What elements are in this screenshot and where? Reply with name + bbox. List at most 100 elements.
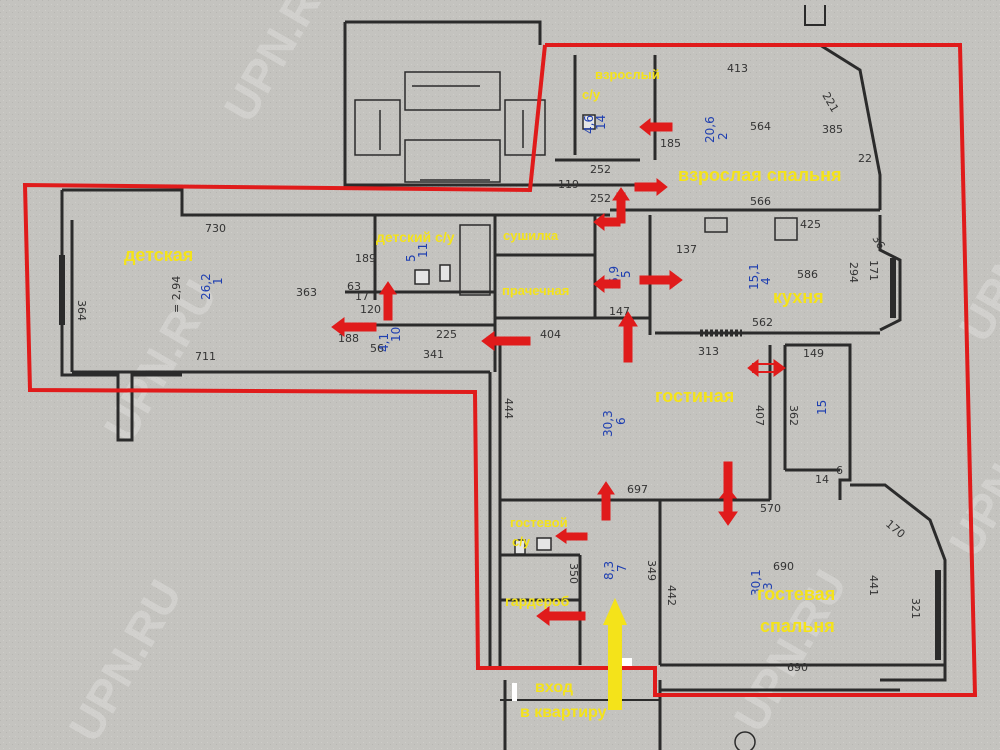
entry-marker (512, 683, 517, 701)
dimension-label: 407 (753, 405, 766, 426)
fixture (734, 731, 756, 750)
room-number: 5 (619, 270, 633, 278)
sink-icon (536, 537, 552, 551)
dimension-label: 252 (590, 192, 611, 205)
dimension-label: 444 (502, 398, 515, 419)
dimension-label: 17 (355, 290, 369, 303)
arrow-icon (773, 359, 786, 377)
arrow-icon (718, 511, 738, 526)
label-guest-bath: гостевой (510, 515, 568, 530)
room-number: 2 (716, 132, 730, 140)
arrow-icon (536, 606, 550, 626)
dimension-label: 321 (909, 598, 922, 619)
kitchen-outer-wall (878, 215, 902, 332)
arrow-icon (612, 187, 630, 201)
room-area: 30,1 (749, 569, 763, 596)
stair-landing (354, 99, 401, 156)
dimension-label: 119 (558, 178, 579, 191)
room-area: 15,1 (747, 263, 761, 290)
entry-marker (622, 658, 632, 666)
stairwell-top-wall (345, 20, 542, 45)
room15-wall (785, 343, 852, 500)
dimension-label: 6 (836, 464, 843, 477)
stove (774, 217, 798, 241)
label-guest-bath: с/у (512, 534, 531, 549)
arrow-icon (639, 117, 651, 137)
entry-arrow-icon (512, 598, 632, 710)
dimension-label: 697 (627, 483, 648, 496)
guest-bedroom-outer (850, 483, 947, 682)
dimension-label: 441 (867, 575, 880, 596)
room-area: 26,2 (199, 273, 213, 300)
dimension-label: 350 (567, 563, 580, 584)
room-area: 4,6 (582, 115, 596, 134)
room-number: 15 (815, 400, 829, 415)
dimensions: 730 711 364 363 341 225 404 147 189 63 1… (75, 62, 922, 674)
room-area: 4,1 (377, 333, 391, 352)
room-number: 3 (761, 582, 775, 590)
label-master-bath: взрослый (595, 67, 660, 82)
arrow-icon (618, 311, 638, 327)
label-kids-room: детская (124, 245, 193, 265)
room-number: 1 (211, 277, 225, 285)
dimension-label: 22 (858, 152, 872, 165)
dimension-label: 690 (787, 661, 808, 674)
arrow-icon (489, 336, 531, 346)
label-guest-bedroom: гостевая (757, 584, 835, 604)
dimension-label: 14 (815, 473, 829, 486)
fixtures (414, 114, 596, 555)
dimension-label: 137 (676, 243, 697, 256)
dimension-label: 564 (750, 120, 771, 133)
label-entrance: в квартиру (520, 704, 607, 721)
label-kids-bath: детский с/у (376, 229, 455, 245)
room-labels: детская детский с/у сушилка прачечная вз… (124, 67, 842, 721)
room-number: 6 (614, 417, 628, 425)
arrow-icon (562, 532, 588, 541)
dimension-label: 185 (660, 137, 681, 150)
dimension-label: 566 (750, 195, 771, 208)
arrow-icon (669, 270, 683, 290)
entry-arrow-head (603, 598, 627, 625)
room-number: 4 (759, 277, 773, 285)
room-number: 14 (594, 115, 608, 130)
arrow-icon (647, 122, 673, 132)
arrow-icon (544, 611, 586, 621)
dimension-label: 442 (665, 585, 678, 606)
arrow-icon (331, 317, 345, 337)
dimension-label: 690 (773, 560, 794, 573)
stair-landing (504, 99, 546, 156)
toilet-icon (414, 269, 430, 285)
arrow-icon (597, 481, 615, 495)
arrow-icon (639, 275, 673, 285)
dimension-label: 56 (370, 342, 384, 355)
kids-room-top-wall (62, 188, 610, 217)
dimension-label: 189 (355, 252, 376, 265)
toilet-icon (439, 264, 451, 282)
dimension-label: 413 (727, 62, 748, 75)
arrow-icon (593, 212, 605, 232)
sink (704, 217, 728, 233)
arrow-icon (747, 358, 759, 378)
dimension-label: 349 (645, 560, 658, 581)
room-number: 10 (389, 327, 403, 342)
dimension-label: 586 (797, 268, 818, 281)
dimension-label: 562 (752, 316, 773, 329)
apartment-outline (22, 43, 978, 697)
dimension-label: 294 (847, 262, 860, 283)
arrow-icon (379, 281, 397, 295)
ceiling-height: = 2,94 (170, 276, 183, 313)
label-master-bedroom: взрослая спальня (678, 165, 842, 185)
label-master-bath: с/у (582, 87, 601, 102)
walls (59, 5, 947, 750)
dimension-label: 120 (360, 303, 381, 316)
arrow-icon (656, 177, 668, 197)
arrow-icon (634, 182, 660, 192)
room-area: 30,3 (601, 410, 615, 437)
stair-flight (404, 71, 501, 111)
dimension-label: 63 (347, 280, 361, 293)
roof-notch (804, 5, 826, 26)
label-entrance: вход (535, 679, 573, 696)
dimension-label: 385 (822, 123, 843, 136)
entry-arrow-shaft (608, 620, 622, 710)
dimension-label: 404 (540, 328, 561, 341)
